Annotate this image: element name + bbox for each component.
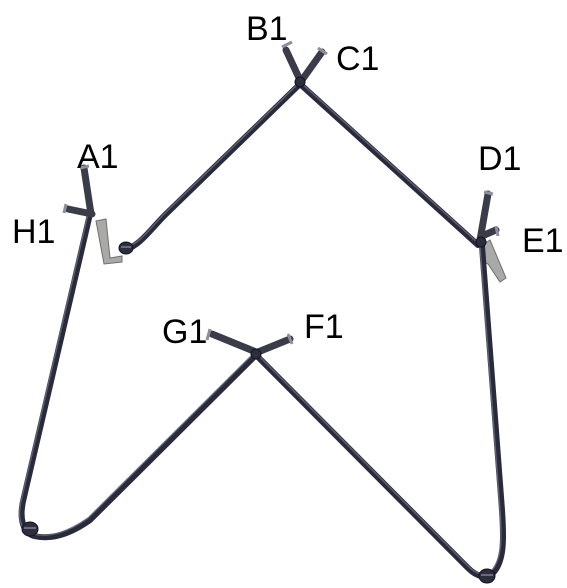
top-tee-joint [294, 76, 306, 88]
label-h1: H1 [12, 213, 55, 251]
stub-h1 [64, 205, 96, 218]
label-g1: G1 [162, 313, 207, 351]
upper-right-tube [297, 81, 481, 248]
label-e1: E1 [522, 222, 564, 260]
stub-c1 [298, 48, 326, 84]
label-d1: D1 [478, 140, 521, 178]
bottom-left-coupling [21, 521, 39, 537]
stub-g1 [208, 330, 260, 356]
stub-f1 [254, 335, 294, 356]
right-bracket [483, 239, 507, 283]
left-outer-tube [18, 211, 259, 541]
left-bracket [95, 218, 123, 265]
stub-e1 [478, 226, 500, 240]
lower-tee-joint [250, 348, 262, 360]
label-b1: B1 [246, 10, 288, 48]
left-bracket-coupling [118, 241, 134, 255]
label-c1: C1 [336, 40, 379, 78]
label-f1: F1 [304, 308, 344, 346]
stub-a1 [80, 164, 95, 218]
right-outer-tube [253, 243, 507, 580]
right-tee-joint [475, 236, 487, 248]
stub-d1 [476, 190, 492, 244]
stub-b1 [282, 46, 304, 84]
bottom-right-coupling [478, 568, 496, 584]
label-a1: A1 [77, 138, 119, 176]
